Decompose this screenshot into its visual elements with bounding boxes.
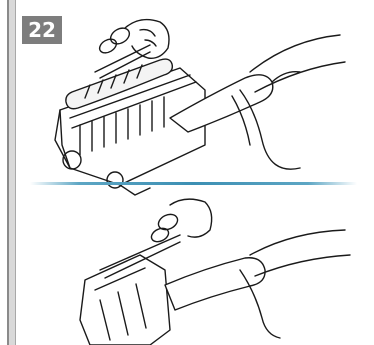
hand-with-scissors-bottom [170, 199, 212, 237]
wand-bottom [165, 258, 265, 310]
hand-with-scissors-top [125, 20, 169, 59]
section-divider [30, 182, 357, 185]
